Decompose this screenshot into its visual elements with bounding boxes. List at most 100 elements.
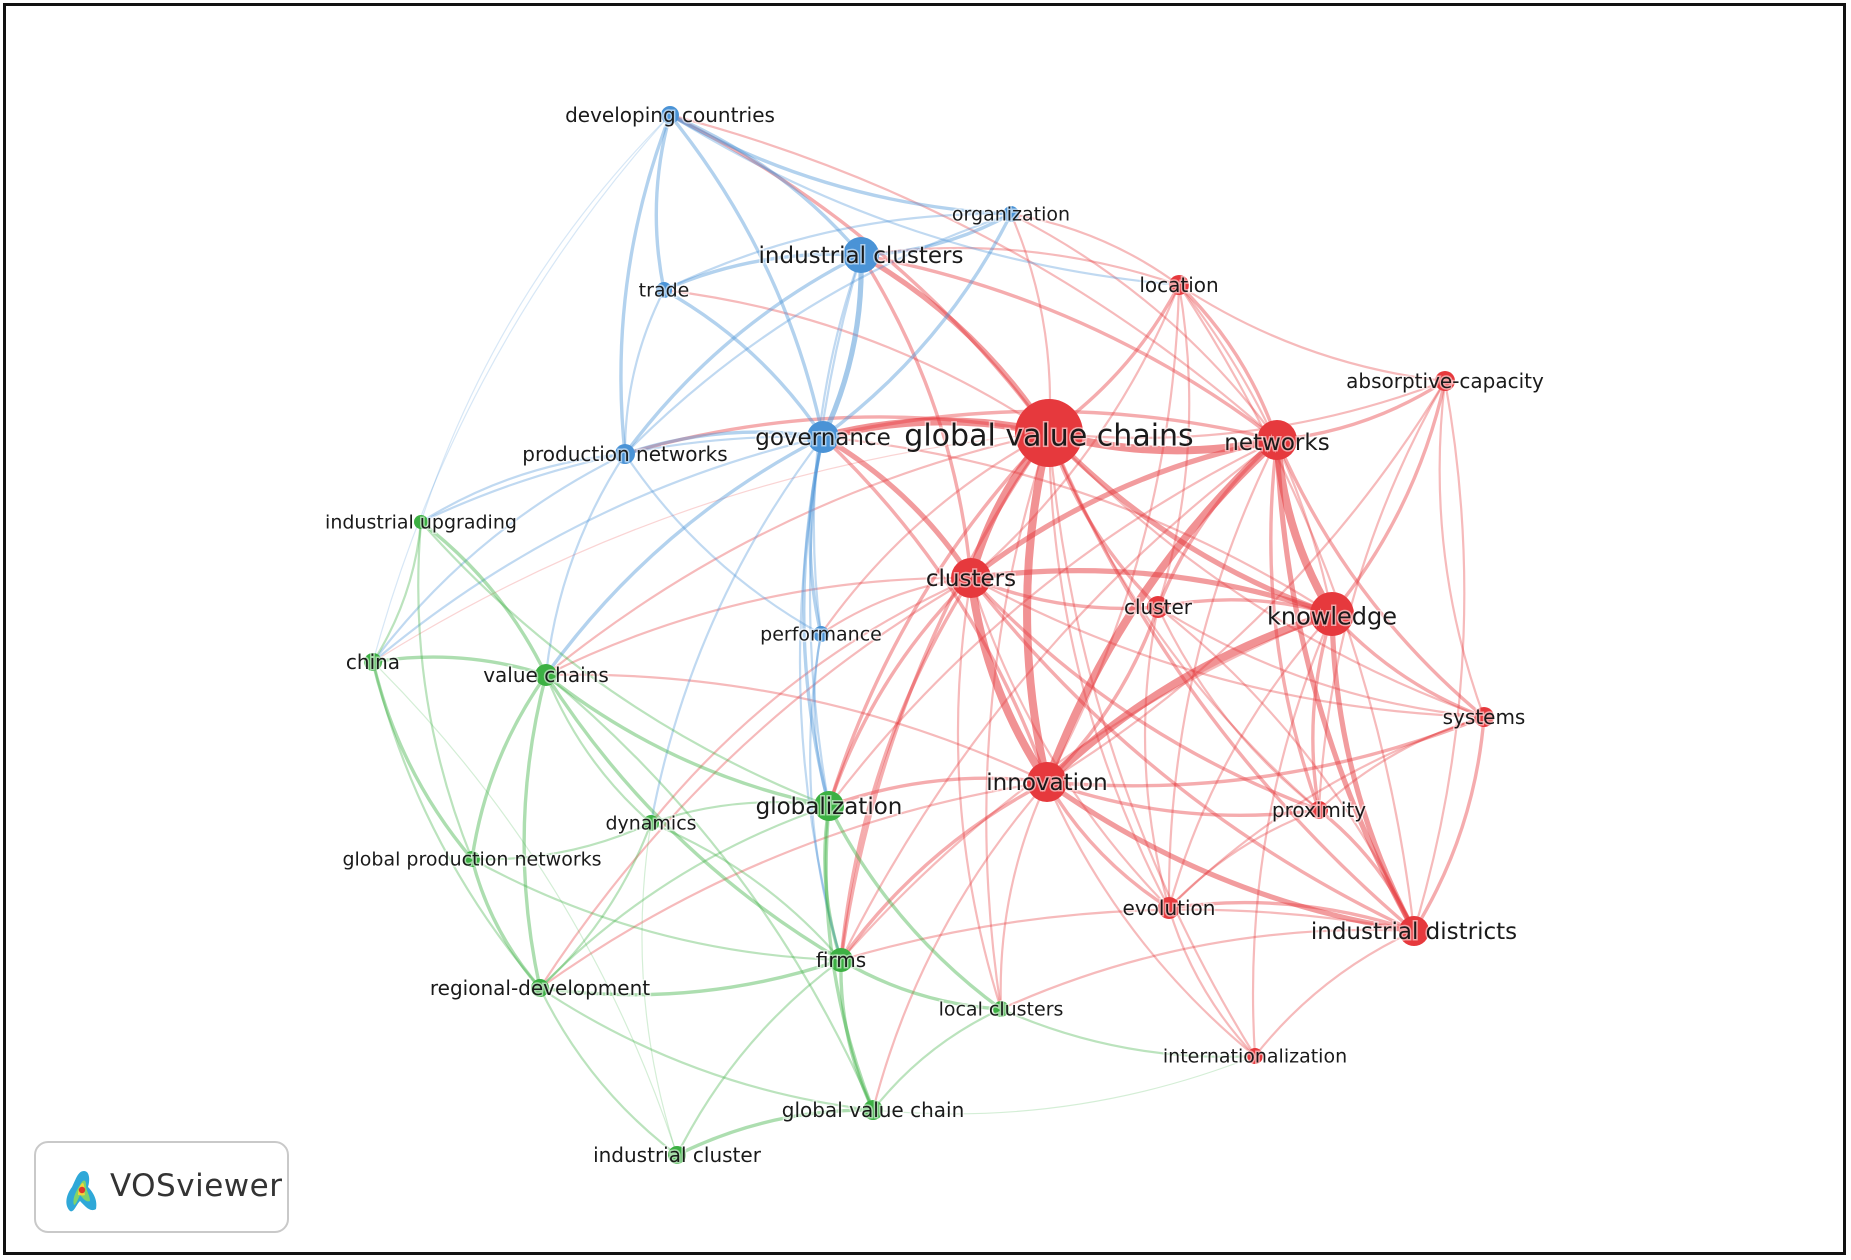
node-label-developing-countries: developing countries xyxy=(565,103,775,127)
network-link xyxy=(808,435,825,636)
network-link xyxy=(662,288,825,439)
node-networks[interactable] xyxy=(1257,420,1297,460)
network-link xyxy=(641,822,678,1156)
network-link xyxy=(839,958,875,1112)
node-organization[interactable] xyxy=(1003,206,1019,222)
node-label-absorptive-capacity: absorptive-capacity xyxy=(1346,369,1544,393)
node-firms[interactable] xyxy=(829,948,853,972)
network-link xyxy=(1047,431,1416,933)
node-label-proximity: proximity xyxy=(1272,798,1366,822)
node-label-firms: firms xyxy=(816,948,866,972)
network-link xyxy=(999,780,1049,1011)
network-link xyxy=(538,986,875,1112)
network-link xyxy=(858,252,1052,436)
network-link xyxy=(1047,379,1447,439)
network-link xyxy=(371,520,423,664)
node-cluster[interactable] xyxy=(1147,596,1169,618)
node-value-chains[interactable] xyxy=(535,664,557,686)
node-evolution[interactable] xyxy=(1158,897,1180,919)
node-internationalization[interactable] xyxy=(1247,1048,1263,1064)
node-label-trade: trade xyxy=(639,280,690,302)
network-link xyxy=(1438,379,1486,719)
node-proximity[interactable] xyxy=(1310,801,1328,819)
network-link xyxy=(1156,283,1191,609)
node-label-industrial-clusters: industrial clusters xyxy=(759,243,964,269)
network-link xyxy=(668,113,1013,216)
network-link xyxy=(827,804,1003,1011)
network-link xyxy=(839,780,1049,962)
node-label-china: china xyxy=(346,650,400,674)
network-link xyxy=(649,821,843,962)
network-link xyxy=(1045,379,1447,784)
node-industrial-districts[interactable] xyxy=(1399,916,1429,946)
network-link xyxy=(1177,283,1447,383)
network-link xyxy=(420,114,671,523)
node-regional-development[interactable] xyxy=(531,979,549,997)
network-link xyxy=(999,1007,1257,1058)
node-industrial-cluster[interactable] xyxy=(668,1146,686,1164)
network-link xyxy=(668,113,1279,442)
network-link xyxy=(1045,283,1181,784)
network-link xyxy=(371,660,474,861)
network-link xyxy=(419,452,627,524)
node-industrial-upgrading[interactable] xyxy=(414,515,428,529)
node-systems[interactable] xyxy=(1474,707,1494,727)
network-links xyxy=(371,113,1486,1157)
network-link xyxy=(623,212,1013,456)
network-link xyxy=(969,576,1321,812)
network-link xyxy=(1045,780,1321,818)
network-link xyxy=(675,1108,875,1157)
network-link xyxy=(372,661,678,1156)
network-link xyxy=(809,632,843,962)
network-link xyxy=(859,246,1181,287)
node-label-innovation: innovation xyxy=(986,770,1107,796)
node-label-industrial-districts: industrial districts xyxy=(1311,919,1517,945)
network-link xyxy=(1412,715,1486,933)
network-link xyxy=(968,437,1280,581)
network-link xyxy=(470,821,653,861)
node-global-production-networks[interactable] xyxy=(464,851,480,867)
node-location[interactable] xyxy=(1169,275,1189,295)
node-label-internationalization: internationalization xyxy=(1163,1046,1347,1068)
node-china[interactable] xyxy=(364,653,382,671)
network-link xyxy=(1047,431,1257,1058)
node-absorptive-capacity[interactable] xyxy=(1435,371,1455,391)
node-globalization[interactable] xyxy=(814,791,844,821)
node-industrial-clusters[interactable] xyxy=(843,237,879,273)
node-knowledge[interactable] xyxy=(1310,592,1354,636)
network-link xyxy=(544,673,875,1112)
node-label-clusters: clusters xyxy=(926,566,1016,592)
node-clusters[interactable] xyxy=(951,558,991,598)
network-link xyxy=(1330,379,1447,616)
node-performance[interactable] xyxy=(813,626,829,642)
node-dynamics[interactable] xyxy=(643,815,659,831)
node-trade[interactable] xyxy=(656,282,672,298)
node-label-globalization: globalization xyxy=(756,794,903,820)
node-global-value-chain[interactable] xyxy=(863,1100,883,1120)
network-link xyxy=(859,212,1013,257)
network-link xyxy=(1156,438,1279,609)
network-link xyxy=(1167,900,1416,933)
network-link xyxy=(1045,715,1486,788)
network-link xyxy=(1044,779,1417,934)
network-link xyxy=(821,435,1049,784)
node-global-value-chains[interactable] xyxy=(1015,399,1083,467)
node-innovation[interactable] xyxy=(1027,762,1067,802)
network-link xyxy=(419,520,548,677)
node-local-clusters[interactable] xyxy=(993,1001,1009,1017)
node-developing-countries[interactable] xyxy=(661,106,679,124)
node-production-networks[interactable] xyxy=(615,444,635,464)
node-governance[interactable] xyxy=(807,421,839,453)
network-link xyxy=(827,431,1051,808)
node-label-governance: governance xyxy=(755,425,891,451)
network-link xyxy=(859,253,973,580)
network-link xyxy=(1045,605,1160,784)
network-link xyxy=(839,576,973,962)
node-label-cluster: cluster xyxy=(1124,595,1193,619)
network-link xyxy=(470,857,843,962)
network-link xyxy=(798,435,843,962)
network-link xyxy=(1275,438,1486,719)
network-link xyxy=(372,432,1050,663)
network-link xyxy=(668,113,825,439)
